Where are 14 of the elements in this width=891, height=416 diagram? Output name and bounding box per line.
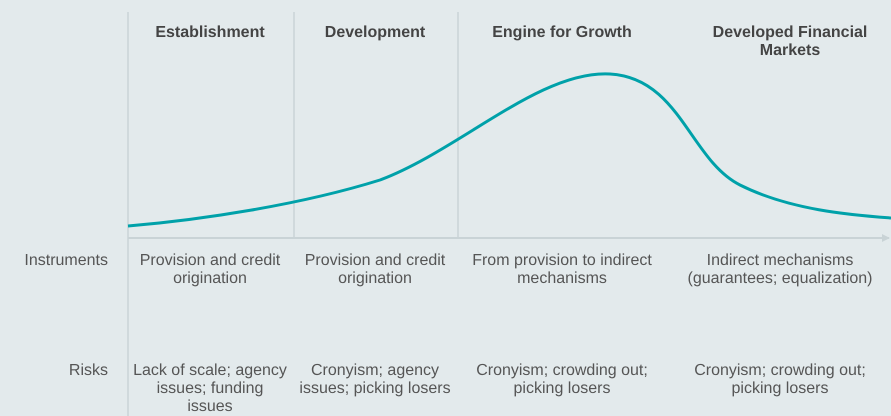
column-header: Development: [324, 24, 426, 42]
column-header: Establishment: [154, 24, 266, 42]
row-label: Risks: [68, 362, 108, 380]
row-label: Instruments: [23, 252, 108, 270]
table-cell-text: Indirect mechanisms (guarantees; equalization): [686, 252, 874, 288]
table-cell: Cronyism; agency issues; picking losers: [298, 362, 452, 398]
column-header: Developed Financial Markets: [712, 24, 868, 60]
table-cell-text: Cronyism; crowding out; picking losers: [475, 362, 649, 398]
table-cell-text: From provision to indirect mechanisms: [471, 252, 653, 288]
table-cell-text: Cronyism; crowding out; picking losers: [693, 362, 867, 398]
table-cell-text: Provision and credit origination: [304, 252, 446, 288]
table-cell: Lack of scale; agency issues; funding issues: [132, 362, 288, 416]
column-header: Engine for Growth: [491, 24, 633, 42]
table-cell-text: Provision and credit origination: [138, 252, 282, 288]
